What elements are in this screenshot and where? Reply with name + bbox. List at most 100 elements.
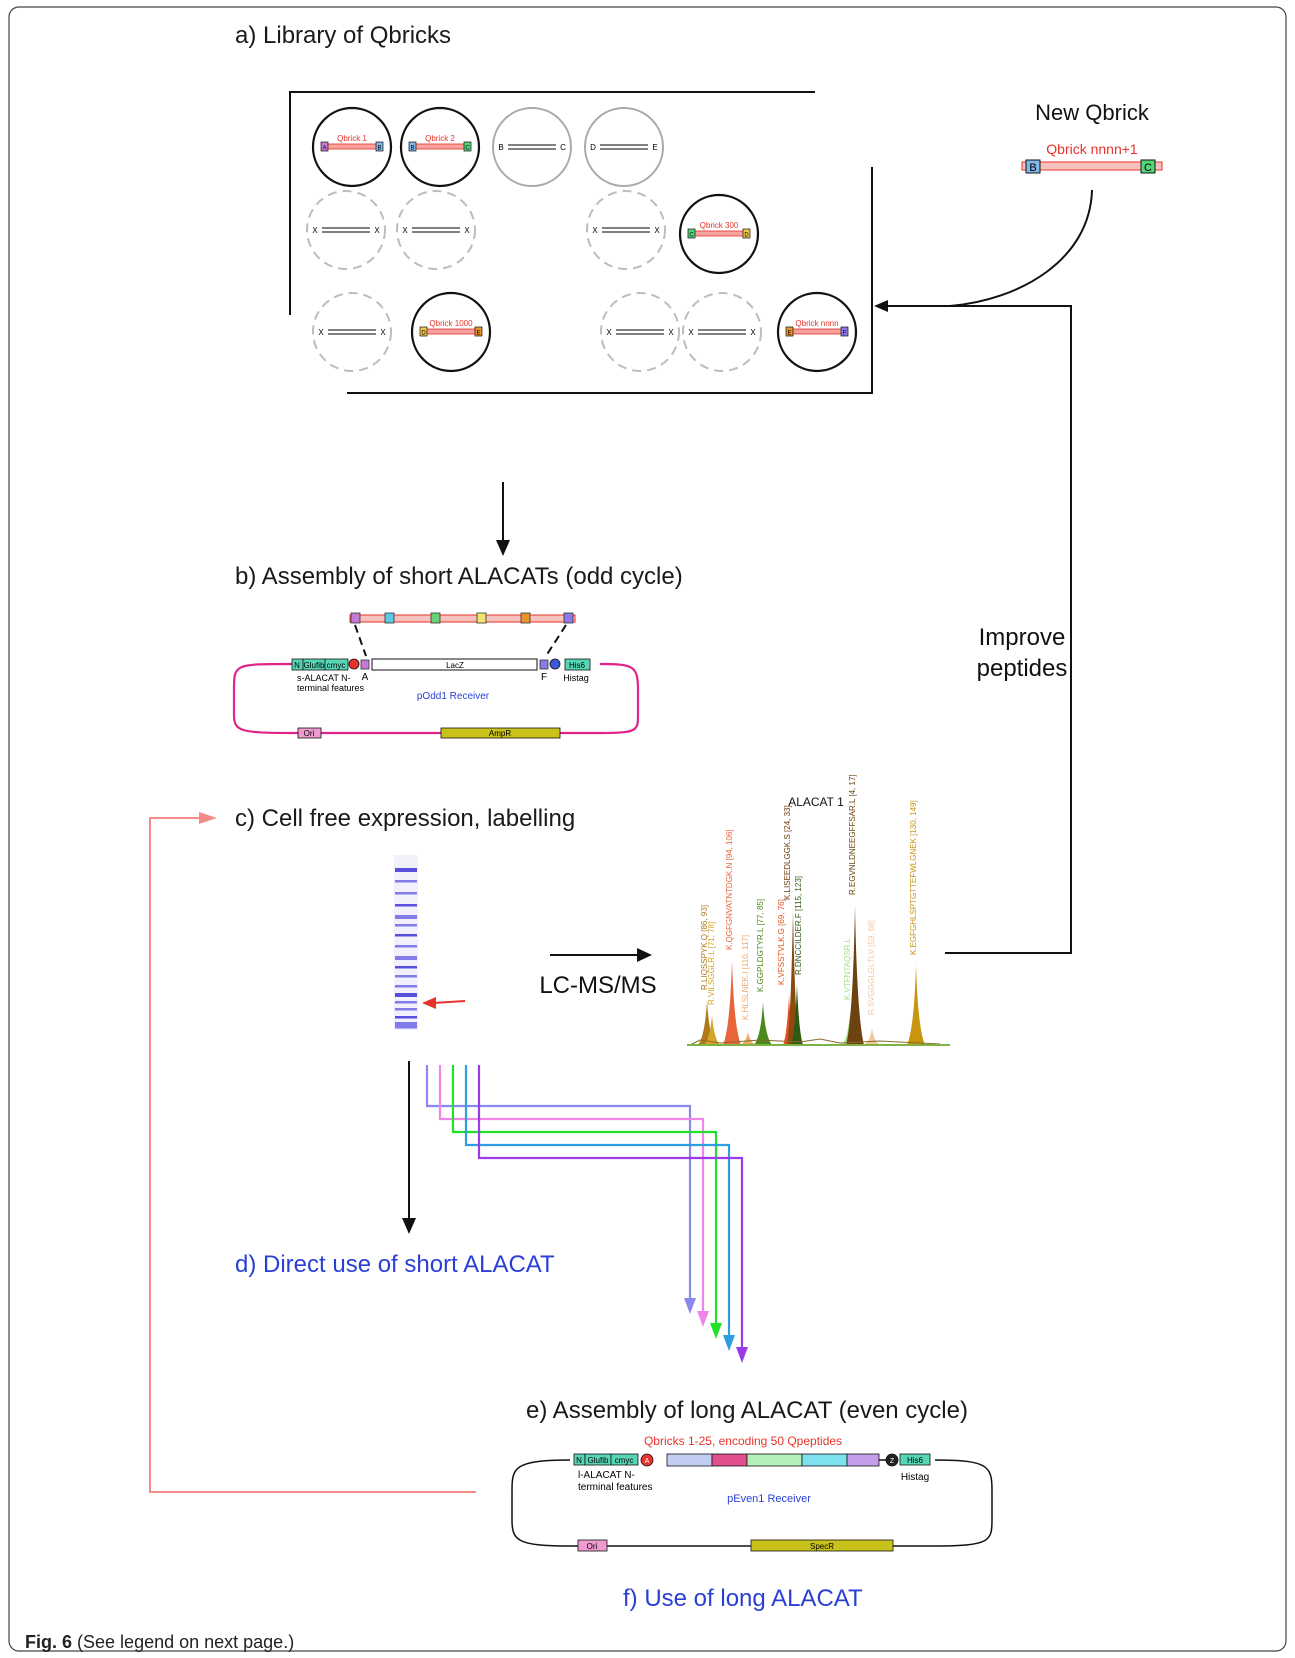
- arrow-a-to-b-head: [496, 540, 510, 556]
- gel-band: [395, 966, 417, 969]
- ms-spectrum: ALACAT 1 R.LIQSSPYK.Q [86, 93]R.VILSGGLR…: [687, 774, 950, 1046]
- long-receiver-label: pEven1 Receiver: [727, 1493, 811, 1505]
- short-histag-label: Histag: [563, 673, 589, 683]
- library-box: [289, 91, 873, 394]
- step-c-title: c) Cell free expression, labelling: [235, 805, 576, 832]
- qbrick-right-tag: [840, 326, 849, 337]
- feedback-line: [945, 305, 1072, 954]
- routing-arrowhead: [723, 1335, 735, 1351]
- qbrick-right-label: X: [374, 226, 380, 235]
- long-circle-a-label: A: [645, 1458, 650, 1465]
- long-glu-label: Glufib: [588, 1456, 609, 1465]
- qbrick-left-tag: [320, 141, 329, 152]
- cycle-back-line: [149, 817, 476, 1493]
- new-qbrick-title: New Qbrick: [1035, 100, 1150, 125]
- routing-arrowhead: [736, 1347, 748, 1363]
- brick-b-label: B: [1029, 162, 1036, 174]
- gel-band: [395, 975, 417, 978]
- qbrick-right-label: X: [654, 226, 660, 235]
- gel-band: [395, 956, 417, 960]
- short-a-label: A: [362, 672, 369, 683]
- routing-line: [438, 1065, 705, 1315]
- long-spec-label: SpecR: [810, 1542, 834, 1551]
- short-amp-label: AmpR: [489, 729, 511, 738]
- ms-peak: [698, 1000, 716, 1045]
- long-plasmid-backbone: [511, 1459, 993, 1547]
- qbrick-right-label: X: [750, 328, 756, 337]
- qbrick-left-tag: [419, 326, 428, 337]
- qbrick-right-tag: [474, 326, 483, 337]
- qbrick-left-label: X: [688, 328, 694, 337]
- qbrick-left-label: D: [590, 143, 596, 152]
- qbrick-left-tag: [785, 326, 794, 337]
- qbrick-right-label: C: [560, 143, 566, 152]
- short-receiver-label: pOdd1 Receiver: [417, 691, 490, 702]
- short-ori-label: Ori: [304, 729, 315, 738]
- peptide-label: R.SVGGGLGLTLV [59, 68]: [867, 920, 876, 1015]
- short-cmyc-label: cmyc: [327, 661, 346, 670]
- short-n-label: N: [294, 661, 300, 670]
- step-b-title: b) Assembly of short ALACATs (odd cycle): [235, 563, 683, 590]
- qbrick-name: Qbrick 1: [337, 134, 367, 143]
- qbrick-left-label: X: [312, 226, 318, 235]
- figure-caption-text: (See legend on next page.): [77, 1632, 295, 1652]
- qbrick-right-label: F: [843, 331, 847, 337]
- qbrick-left-label: A: [322, 146, 326, 152]
- lcms-arrowhead: [637, 948, 652, 962]
- sds-gel-lane: [394, 855, 418, 1030]
- peptide-label: R.DNCCILDER.F [115, 123]: [794, 876, 803, 975]
- qbrick-left-label: E: [787, 331, 791, 337]
- long-features-1: l-ALACAT N-: [578, 1470, 635, 1481]
- step-f-title: f) Use of long ALACAT: [623, 1585, 863, 1612]
- short-his-label: His6: [569, 661, 586, 670]
- gel-band: [395, 1008, 417, 1011]
- long-circle-z-label: Z: [890, 1458, 895, 1465]
- qbrick-right-label: C: [465, 146, 470, 152]
- qbrick-name: Qbrick 1000: [429, 319, 473, 328]
- qbrick-right-tag: [375, 141, 384, 152]
- short-plasmid-backbone: [232, 662, 640, 735]
- routing-arrowhead: [684, 1298, 696, 1314]
- qbrick-name: Qbrick 2: [425, 134, 455, 143]
- improve-label-1: Improve: [979, 624, 1066, 651]
- ms-peak: [740, 1032, 756, 1045]
- gel-band: [395, 1022, 417, 1026]
- routing-line: [477, 1065, 744, 1351]
- routing-line: [425, 1065, 692, 1302]
- ms-peak: [907, 965, 925, 1045]
- qbrick-left-tag: [687, 228, 696, 239]
- routing-line: [464, 1065, 731, 1339]
- short-plasmid: N Glufib cmyc A LacZ F His6 Histag s-ALA…: [232, 612, 640, 739]
- peptide-label: K.VFSSTVLK.G [69, 76]: [777, 899, 786, 985]
- qbrick-right-label: E: [652, 143, 657, 152]
- long-ori-label: Ori: [587, 1542, 598, 1551]
- ms-peak: [791, 985, 803, 1045]
- peptide-label: K.HLSLNEK.I [110, 117]: [741, 935, 750, 1020]
- brick-c-box: [1140, 159, 1156, 174]
- long-header-label: Qbricks 1-25, encoding 50 Qpeptides: [644, 1434, 842, 1448]
- ms-peak: [846, 905, 864, 1045]
- gel-band: [395, 993, 417, 997]
- gel-band: [395, 915, 417, 919]
- peptide-label: K.VTFNTAQSR.L: [843, 937, 852, 1000]
- qbrick-right-tag: [463, 141, 472, 152]
- short-f-label: F: [541, 672, 547, 683]
- gel-band: [395, 1026, 417, 1029]
- step-e-title: e) Assembly of long ALACAT (even cycle): [526, 1397, 968, 1424]
- routing-arrowhead: [697, 1311, 709, 1327]
- lcms-label: LC-MS/MS: [539, 972, 656, 999]
- product-routing-arrows: [425, 1065, 748, 1363]
- gel-band-pointer: [432, 1000, 466, 1004]
- gel-band: [395, 945, 417, 948]
- qbrick-left-label: X: [606, 328, 612, 337]
